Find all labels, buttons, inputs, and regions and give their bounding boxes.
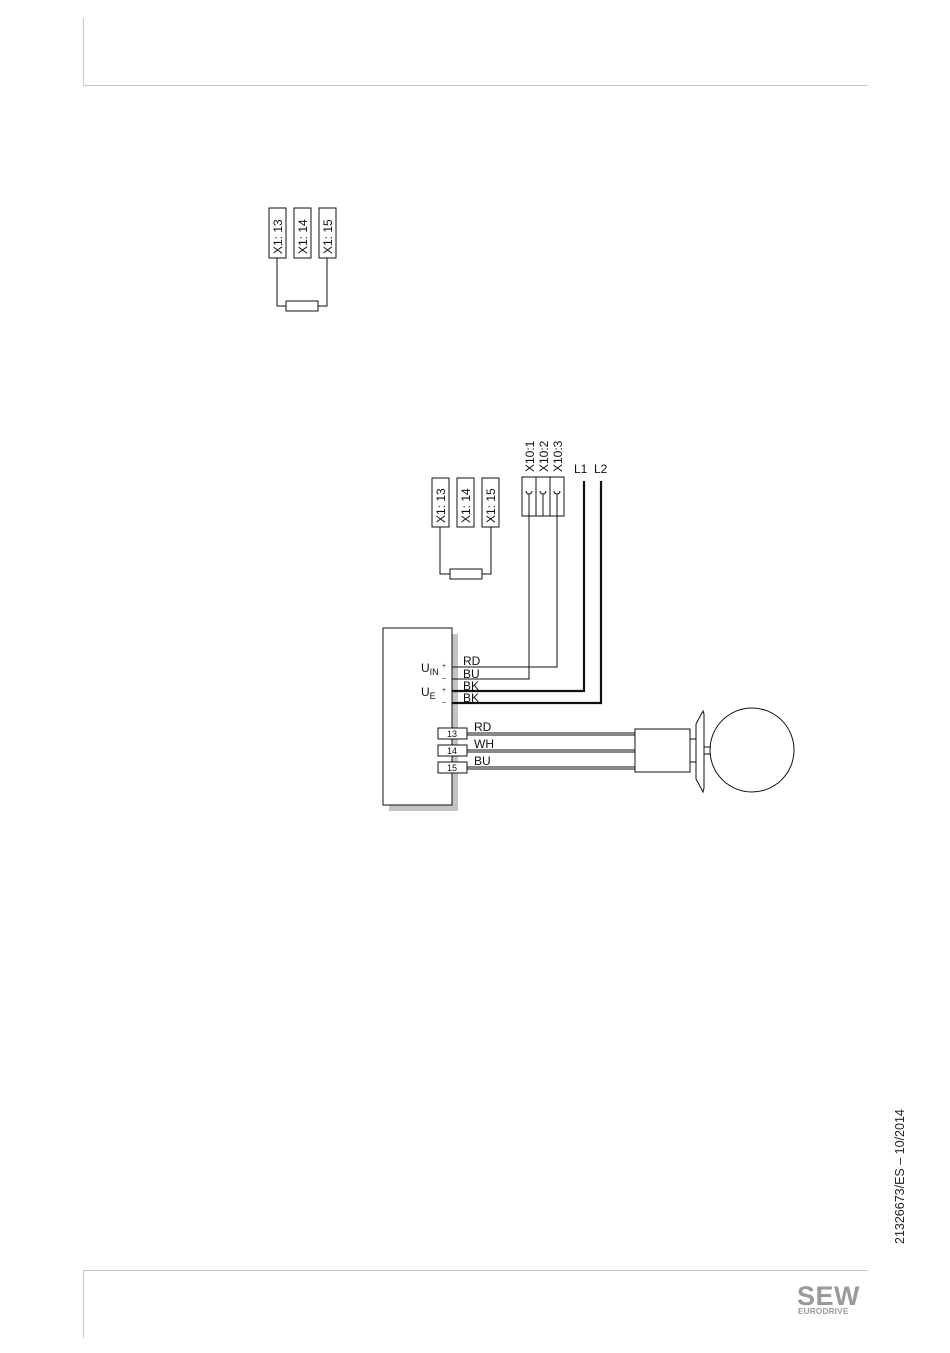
wire-label: BK (463, 691, 479, 705)
mains-l1-label: L1 (574, 462, 588, 476)
terminal-label: X1: 15 (484, 488, 498, 523)
x10-label: X10:2 (537, 440, 551, 472)
sign-plus: + (442, 687, 446, 694)
x10-contact-3 (554, 491, 560, 516)
sign-minus: – (442, 699, 446, 706)
sew-eurodrive-logo: SEW EURODRIVE (797, 1285, 869, 1319)
logo-main-text: SEW (797, 1285, 869, 1307)
sensor-wire-label: WH (474, 737, 494, 751)
wire-rd-x10-3 (452, 516, 557, 667)
wire-label: RD (463, 654, 481, 668)
jumper-wire (277, 258, 286, 306)
control-unit-box (383, 628, 452, 805)
pin-label: 13 (447, 729, 457, 739)
terminal-label: X1: 14 (296, 219, 310, 254)
x10-contact-1 (526, 491, 532, 516)
sign-plus: + (442, 663, 446, 670)
pin-label: 14 (447, 746, 457, 756)
terminal-label: X1: 13 (434, 488, 448, 523)
x10-label: X10:1 (523, 440, 537, 472)
sensor-wire-label: RD (474, 720, 492, 734)
resistor-symbol (450, 569, 482, 579)
jumper-wire (318, 258, 327, 306)
mains-l2-label: L2 (594, 462, 608, 476)
motor-circle (710, 708, 794, 792)
diagram-2 (383, 477, 794, 811)
jumper-wire (440, 527, 450, 574)
jumper-wire (482, 527, 491, 574)
x10-contact-2 (540, 491, 546, 516)
sign-minus: – (442, 675, 446, 682)
pin-label: 15 (447, 763, 457, 773)
document-id-text: 21326673/ES – 10/2014 (893, 1109, 907, 1244)
diagram-1-labels: X1: 13 X1: 14 X1: 15 (271, 219, 335, 254)
terminal-label: X1: 13 (271, 219, 285, 254)
x10-label: X10:3 (551, 440, 565, 472)
sensor-connector (635, 729, 690, 772)
sensor-wire-label: BU (474, 754, 491, 768)
resistor-symbol (286, 301, 318, 311)
sensor-flange (696, 711, 704, 792)
terminal-label: X1: 15 (321, 219, 335, 254)
terminal-label: X1: 14 (459, 488, 473, 523)
